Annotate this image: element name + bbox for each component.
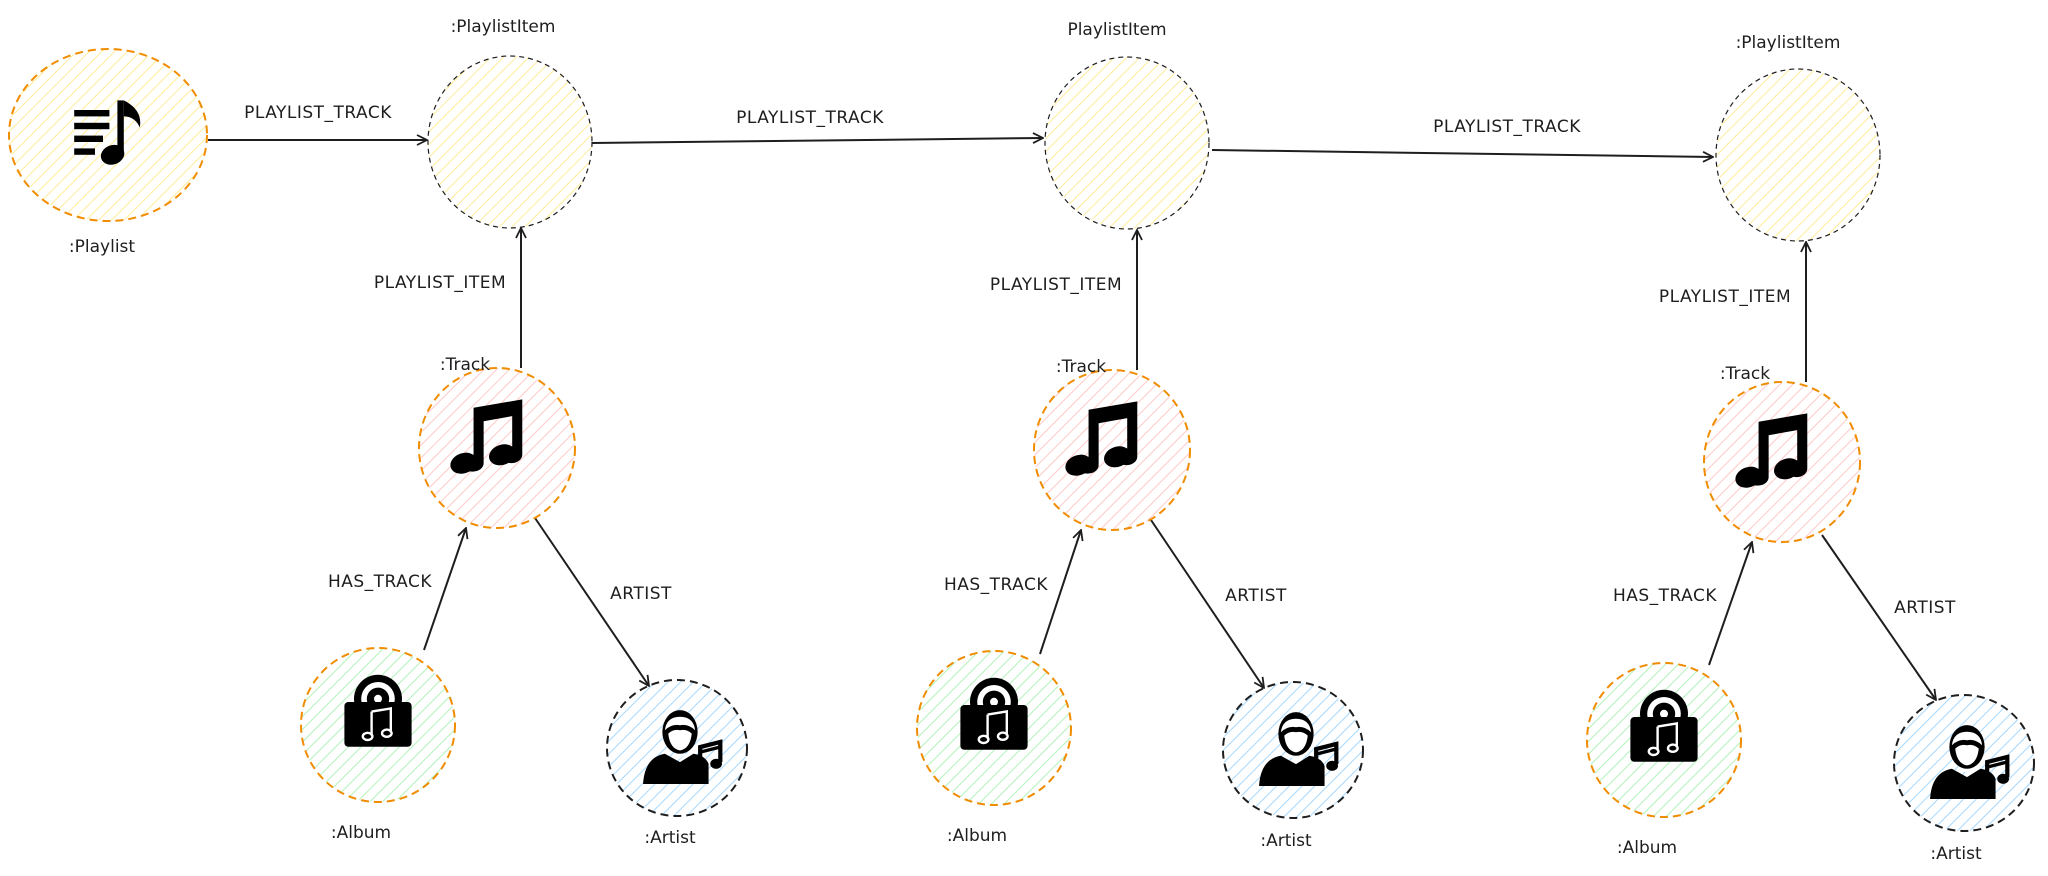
- node-label-playlist-item-1: :PlaylistItem: [451, 17, 556, 37]
- edge-has-track-2: [1039, 530, 1081, 655]
- node-label-artist-1: :Artist: [644, 828, 696, 848]
- edge-label-playlist-track-1: PLAYLIST_TRACK: [244, 103, 392, 123]
- edge-label-artist-2: ARTIST: [1225, 586, 1287, 606]
- node-label-album-2: :Album: [947, 826, 1007, 846]
- node-track-3[interactable]: [1703, 381, 1861, 543]
- node-playlist[interactable]: [8, 48, 208, 222]
- node-label-playlist: :Playlist: [69, 237, 135, 257]
- node-label-track-3: :Track: [1720, 364, 1770, 384]
- node-label-artist-2: :Artist: [1260, 831, 1312, 851]
- node-track-2[interactable]: [1033, 369, 1191, 531]
- node-playlist-item-1[interactable]: [427, 55, 593, 229]
- edge-label-has-track-3: HAS_TRACK: [1613, 586, 1717, 606]
- edge-artist-1: [534, 517, 649, 686]
- edge-label-artist-1: ARTIST: [610, 584, 672, 604]
- node-artist-3[interactable]: [1893, 694, 2035, 832]
- edge-artist-3: [1821, 534, 1936, 700]
- node-label-album-3: :Album: [1617, 838, 1677, 858]
- edge-playlist-track-3: [1211, 149, 1713, 157]
- node-track-1[interactable]: [418, 367, 576, 529]
- node-label-artist-3: :Artist: [1930, 844, 1982, 864]
- edges: [208, 138, 1936, 700]
- edge-labels: PLAYLIST_TRACK PLAYLIST_TRACK PLAYLIST_T…: [244, 103, 1956, 618]
- edge-label-playlist-item-2: PLAYLIST_ITEM: [990, 275, 1122, 295]
- node-album-2[interactable]: [916, 650, 1072, 806]
- edge-label-has-track-2: HAS_TRACK: [944, 575, 1048, 595]
- node-album-3[interactable]: [1586, 662, 1742, 818]
- edge-playlist-track-2: [591, 138, 1043, 144]
- edge-has-track-1: [423, 528, 466, 651]
- node-playlist-item-2[interactable]: [1044, 56, 1210, 230]
- edge-label-playlist-item-1: PLAYLIST_ITEM: [374, 273, 506, 293]
- node-album-1[interactable]: [300, 647, 456, 803]
- node-playlist-item-3[interactable]: [1715, 68, 1881, 242]
- edge-has-track-3: [1708, 542, 1752, 666]
- edge-label-playlist-track-3: PLAYLIST_TRACK: [1433, 117, 1581, 137]
- edge-label-playlist-track-2: PLAYLIST_TRACK: [736, 108, 884, 128]
- node-label-playlist-item-2: PlaylistItem: [1067, 20, 1166, 40]
- node-label-playlist-item-3: :PlaylistItem: [1736, 33, 1841, 53]
- node-artist-1[interactable]: [606, 679, 748, 817]
- node-label-track-2: :Track: [1056, 357, 1106, 377]
- edge-artist-2: [1150, 519, 1264, 688]
- node-label-track-1: :Track: [440, 355, 490, 375]
- edge-label-artist-3: ARTIST: [1894, 598, 1956, 618]
- edge-label-playlist-item-3: PLAYLIST_ITEM: [1659, 287, 1791, 307]
- edge-label-has-track-1: HAS_TRACK: [328, 572, 432, 592]
- node-artist-2[interactable]: [1222, 681, 1364, 819]
- node-label-album-1: :Album: [331, 823, 391, 843]
